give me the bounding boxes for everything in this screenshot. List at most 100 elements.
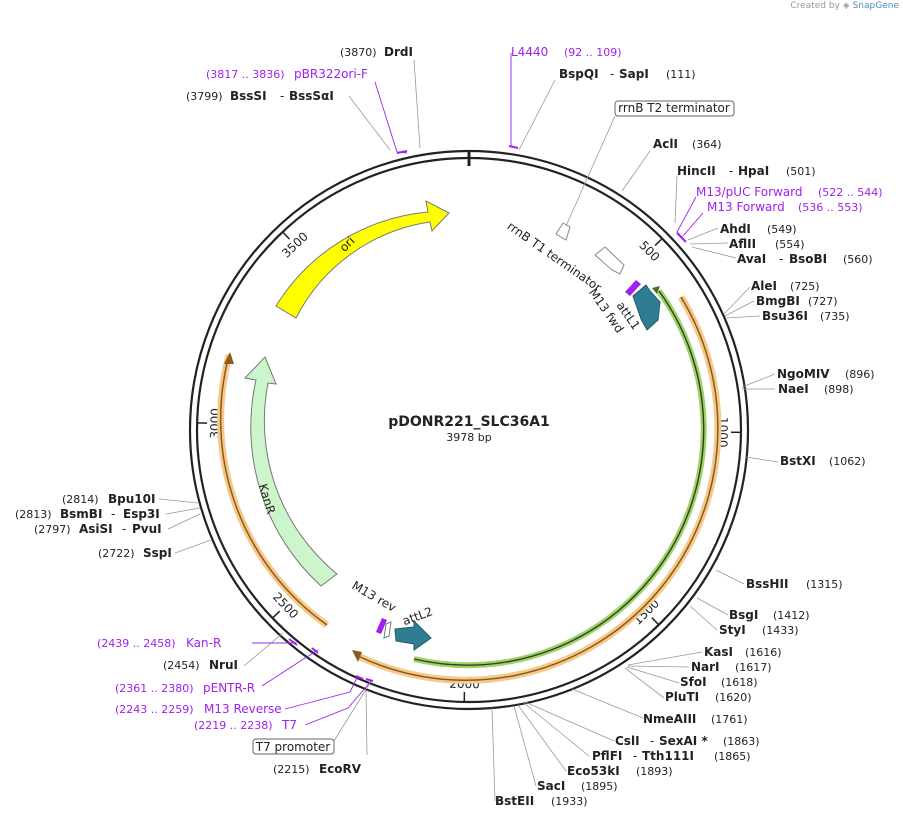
boxed-label-t7-promoter-text: T7 promoter <box>255 740 331 754</box>
site-drdi-name: DrdI <box>384 45 413 59</box>
primer-t7[interactable]: (2219 .. 2238) T7 <box>194 718 297 732</box>
primer-pbr322ori-f-range: (3817 .. 3836) <box>206 68 285 81</box>
site-ahdi[interactable]: AhdI (549) <box>720 222 797 236</box>
credit-prefix: Created by <box>790 1 840 11</box>
site-alei[interactable]: AleI (725) <box>751 279 820 293</box>
site-pflfi-name: PflFI <box>592 749 622 763</box>
site-bsteii-pos: (1933) <box>551 795 588 808</box>
site-bsshii-pos: (1315) <box>806 578 843 591</box>
site-bsmbi-name2: Esp3I <box>123 507 160 521</box>
site-bspqi-name: BspQI <box>559 67 599 81</box>
site-naei-name: NaeI <box>778 382 809 396</box>
site-hincii[interactable]: HincII - HpaI (501) <box>677 164 816 178</box>
site-nrui-name: NruI <box>209 658 238 672</box>
site-aflii[interactable]: AflII (554) <box>729 237 805 251</box>
site-nmeaiii[interactable]: NmeAIII (1761) <box>643 712 748 726</box>
site-nmeaiii-pos: (1761) <box>711 713 748 726</box>
primer-pentr-r-range: (2361 .. 2380) <box>115 682 194 695</box>
site-styi-pos: (1433) <box>762 624 799 637</box>
primer-pbr322ori-f-name: pBR322ori-F <box>294 67 368 81</box>
site-eco53ki[interactable]: Eco53kI (1893) <box>567 764 673 778</box>
plasmid-size: 3978 bp <box>446 431 491 444</box>
site-sspi[interactable]: (2722) SspI <box>98 546 172 560</box>
site-acli[interactable]: AclI (364) <box>653 137 722 151</box>
site-sspi-pos: (2722) <box>98 547 135 560</box>
site-styi[interactable]: StyI (1433) <box>719 623 799 637</box>
site-bsu36i[interactable]: Bsu36I (735) <box>762 309 850 323</box>
site-sfoi-pos: (1618) <box>721 676 758 689</box>
primer-m13-reverse[interactable]: (2243 .. 2259) M13 Reverse <box>115 702 282 716</box>
primer-m13-forward[interactable]: M13 Forward (536 .. 553) <box>707 200 863 214</box>
site-nrui-pos: (2454) <box>163 659 200 672</box>
feature-m13-rev[interactable]: M13 rev <box>349 578 398 638</box>
site-nari[interactable]: NarI (1617) <box>691 660 772 674</box>
site-bsshii[interactable]: BssHII (1315) <box>746 577 843 591</box>
primer-l4440-range: (92 .. 109) <box>564 46 622 59</box>
site-pluti-pos: (1620) <box>715 691 752 704</box>
svg-text:-: - <box>111 507 115 521</box>
site-acli-pos: (364) <box>692 138 722 151</box>
credit-brand: SnapGene <box>853 1 899 11</box>
site-ngomiv[interactable]: NgoMIV (896) <box>777 367 875 381</box>
primer-pentr-r[interactable]: (2361 .. 2380) pENTR-R <box>115 681 255 695</box>
primer-pentr-r-name: pENTR-R <box>203 681 255 695</box>
primer-m13-puc-forward-range: (522 .. 544) <box>818 186 883 199</box>
site-bsgi-name: BsgI <box>729 608 758 622</box>
site-avai-pos: (560) <box>843 253 873 266</box>
site-bpu10i[interactable]: (2814) Bpu10I <box>62 492 155 506</box>
site-drdi-pos: (3870) <box>340 46 377 59</box>
site-asisi[interactable]: (2797) AsiSI - PvuI <box>34 522 162 536</box>
site-hincii-pos: (501) <box>786 165 816 178</box>
svg-text:-: - <box>122 522 126 536</box>
site-avai-name: AvaI <box>737 252 766 266</box>
site-bsteii[interactable]: BstEII (1933) <box>495 794 588 808</box>
site-ecorv-name: EcoRV <box>319 762 362 776</box>
site-csli[interactable]: CslI - SexAI * (1863) <box>615 734 760 748</box>
feature-rrnb-t2[interactable] <box>556 223 570 240</box>
site-ecorv-pos: (2215) <box>273 763 310 776</box>
site-pluti[interactable]: PluTI (1620) <box>665 690 752 704</box>
primer-kan-r-name: Kan-R <box>186 636 221 650</box>
site-aflii-pos: (554) <box>775 238 805 251</box>
site-bsu36i-pos: (735) <box>820 310 850 323</box>
site-nrui[interactable]: (2454) NruI <box>163 658 238 672</box>
site-saci-pos: (1895) <box>581 780 618 793</box>
site-naei[interactable]: NaeI (898) <box>778 382 854 396</box>
primer-kan-r-range: (2439 .. 2458) <box>97 637 176 650</box>
site-saci-name: SacI <box>537 779 565 793</box>
site-csli-name: CslI <box>615 734 640 748</box>
primer-l4440[interactable]: L4440 (92 .. 109) <box>511 45 622 59</box>
site-bmgbi-name: BmgBI <box>756 294 800 308</box>
site-bsssi-pos: (3799) <box>186 90 223 103</box>
site-kasi[interactable]: KasI (1616) <box>704 645 782 659</box>
svg-text:-: - <box>633 749 637 763</box>
primer-m13-puc-forward-name: M13/pUC Forward <box>696 185 803 199</box>
site-bspqi[interactable]: BspQI - SapI (111) <box>559 67 696 81</box>
site-csli-name2: SexAI * <box>659 734 708 748</box>
primer-m13-puc-forward[interactable]: M13/pUC Forward (522 .. 544) <box>696 185 883 199</box>
site-avai[interactable]: AvaI - BsoBI (560) <box>737 252 873 266</box>
site-kasi-pos: (1616) <box>745 646 782 659</box>
site-bsmbi[interactable]: (2813) BsmBI - Esp3I <box>15 507 160 521</box>
primer-pbr322ori-f[interactable]: (3817 .. 3836) pBR322ori-F <box>206 67 368 81</box>
label-rrnb-t1: rrnB T1 terminator <box>505 219 605 295</box>
site-nari-name: NarI <box>691 660 720 674</box>
primer-kan-r[interactable]: (2439 .. 2458) Kan-R <box>97 636 221 650</box>
site-bstxi[interactable]: BstXI (1062) <box>780 454 866 468</box>
site-bspqi-pos: (111) <box>666 68 696 81</box>
site-ngomiv-name: NgoMIV <box>777 367 830 381</box>
site-ecorv[interactable]: (2215) EcoRV <box>273 762 362 776</box>
svg-text:-: - <box>280 89 284 103</box>
backbone <box>190 151 748 709</box>
site-bsgi[interactable]: BsgI (1412) <box>729 608 810 622</box>
site-bmgbi-pos: (727) <box>808 295 838 308</box>
site-sfoi[interactable]: SfoI (1618) <box>680 675 758 689</box>
site-pflfi[interactable]: PflFI - Tth111I (1865) <box>592 749 751 763</box>
feature-attl2[interactable]: attL2 <box>395 604 435 650</box>
site-drdi[interactable]: (3870) DrdI <box>340 45 413 59</box>
site-saci[interactable]: SacI (1895) <box>537 779 618 793</box>
feature-ori[interactable]: ori <box>276 201 449 318</box>
site-bmgbi[interactable]: BmgBI (727) <box>756 294 838 308</box>
site-bpu10i-name: Bpu10I <box>108 492 155 506</box>
site-bsssi[interactable]: (3799) BssSI - BssSαI <box>186 89 334 103</box>
